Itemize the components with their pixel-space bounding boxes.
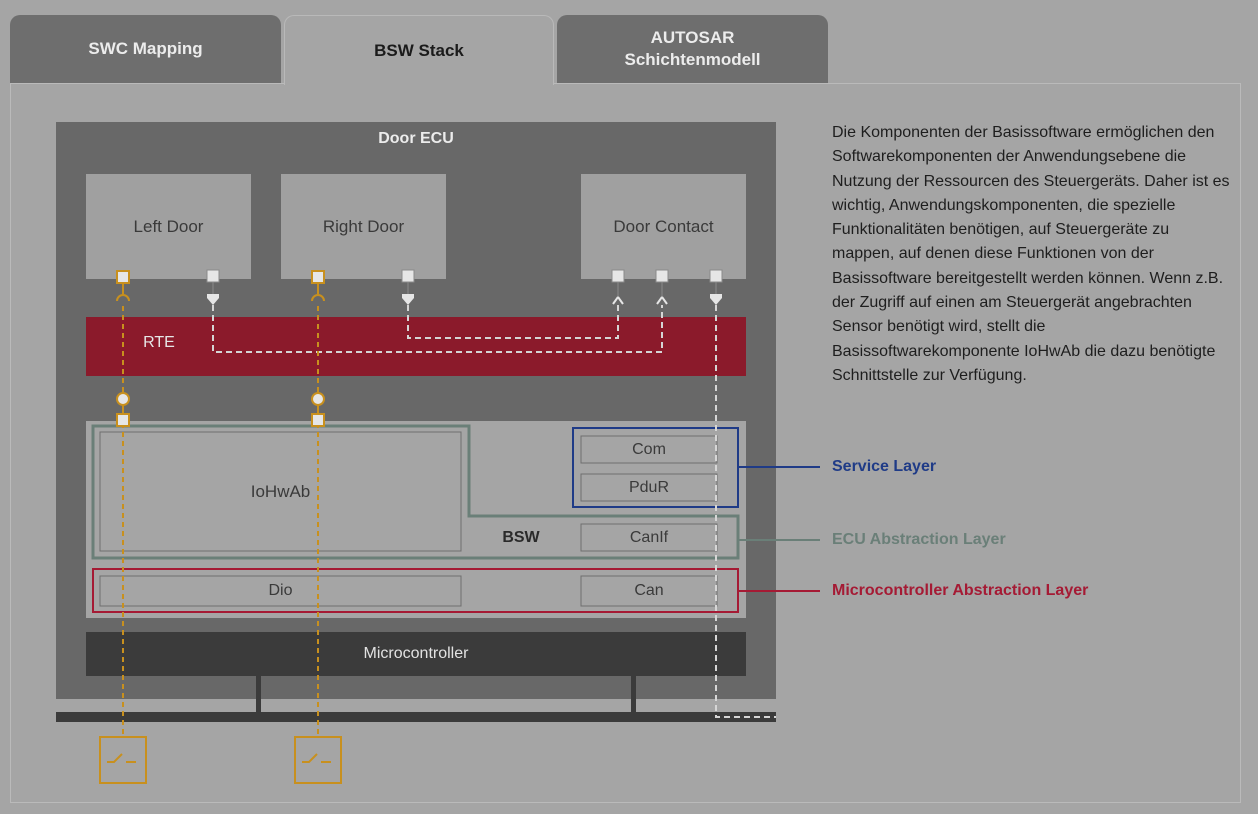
tab-label: SWC Mapping [88,39,203,58]
tab-label: AUTOSAR Schichtenmodell [624,28,761,69]
door-ecu-title: Door ECU [378,130,454,147]
provided-port-arrow [612,295,624,305]
switch-sensor-left [99,736,147,784]
sensor-port [311,413,325,427]
sensor-socket [116,294,130,302]
bsw-label: BSW [502,528,540,546]
dio-label: Dio [268,582,293,599]
content-panel [10,83,1241,803]
dio-box [99,575,462,607]
microcontroller-box: Microcontroller [86,632,746,676]
provided-port-arrow [656,295,668,305]
bus-leg [631,676,636,712]
pdur-label: PduR [628,478,670,496]
tab-label: BSW Stack [374,40,464,60]
bus-leg [256,676,261,712]
swc-left-door: Left Door [86,174,251,279]
bsw-area [86,421,746,618]
connection-right-to-door-contact [407,305,619,339]
bus-bar [56,712,776,722]
required-port-arrow [710,294,722,305]
sensor-port [116,270,130,284]
sensor-port [311,270,325,284]
port [709,269,723,283]
service-layer-label: Service Layer [832,458,937,475]
com-label: Com [632,440,666,458]
sensor-interface [311,392,325,406]
connection-door-contact-to-bus [715,305,776,718]
rte-bar [86,317,746,376]
rte-label: RTE [143,334,175,351]
port [611,269,625,283]
canif-label: CanIf [629,528,669,546]
ecu-abstraction-layer-label: ECU Abstraction Layer [832,531,1006,548]
can-label: Can [634,582,664,599]
port [401,269,415,283]
required-port-arrow [402,294,414,305]
swc-door-contact: Door Contact [581,174,746,279]
iohwab-box [99,431,462,552]
sensor-port [116,413,130,427]
ecu-abstraction-frame [91,424,740,560]
iohwab-label: IoHwAb [250,481,311,501]
tab-swc-mapping[interactable]: SWC Mapping [10,15,281,83]
description-text: Die Komponenten der Basissoftware ermögl… [832,124,1230,384]
switch-sensor-right [294,736,342,784]
mcal-layer-label: Microcontroller Abstraction Layer [832,582,1089,599]
sensor-socket [311,294,325,302]
tab-bsw-stack[interactable]: BSW Stack [284,15,554,85]
swc-right-door: Right Door [281,174,446,279]
tab-autosar-schichtenmodell[interactable]: AUTOSAR Schichtenmodell [557,15,828,83]
connection-left-to-door-contact [212,305,663,353]
sensor-interface [116,392,130,406]
required-port-arrow [207,294,219,305]
port [655,269,669,283]
port [206,269,220,283]
